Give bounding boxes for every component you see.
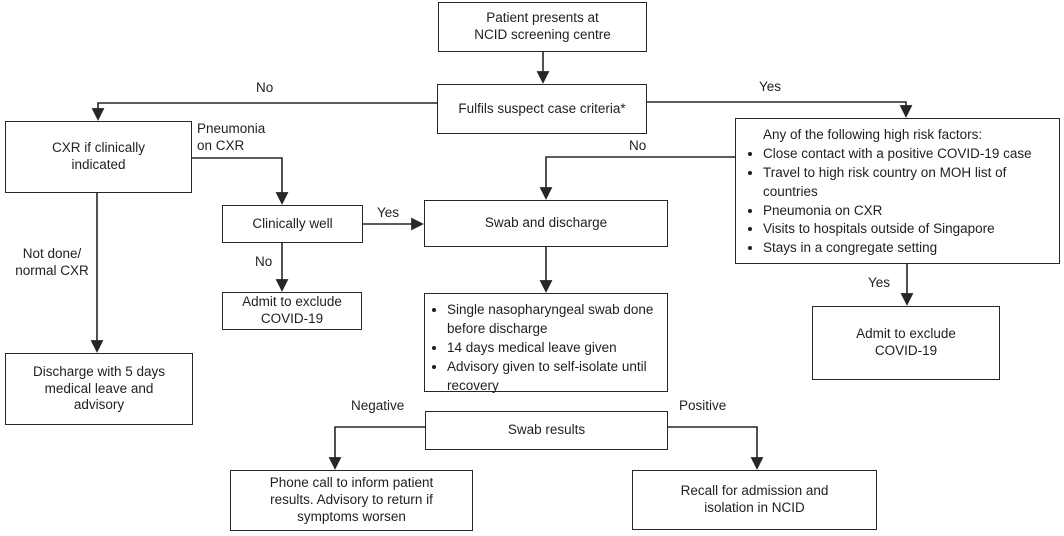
node-phone-call: Phone call to inform patient results. Ad…: [230, 470, 473, 531]
edge-label-positive: Positive: [679, 398, 727, 413]
edge-label-pneumonia-on-cxr: Pneumonia on CXR: [197, 121, 266, 153]
high-risk-factors-title: Any of the following high risk factors:: [763, 127, 983, 142]
node-phone-call-label: Phone call to inform patient results. Ad…: [269, 475, 434, 524]
node-clinically-well: Clinically well: [222, 205, 363, 243]
node-swab-and-discharge-label: Swab and discharge: [484, 215, 608, 231]
swab-details-item: Single nasopharyngeal swab done before d…: [447, 301, 661, 339]
swab-details-list: Single nasopharyngeal swab done before d…: [425, 301, 661, 395]
high-risk-factor-item: Travel to high risk country on MOH list …: [763, 164, 1053, 202]
node-clinically-well-label: Clinically well: [252, 215, 333, 231]
edge-label-negative: Negative: [351, 398, 405, 413]
edge-label-no-high-risk: No: [629, 138, 647, 153]
edge-label-yes-clinically-well: Yes: [377, 205, 400, 220]
node-patient-presents: Patient presents at NCID screening centr…: [438, 2, 647, 52]
connector-fulfils-no-to-cxr: [91, 102, 437, 121]
node-swab-results: Swab results: [425, 411, 668, 450]
node-discharge-5-days: Discharge with 5 days medical leave and …: [5, 353, 193, 425]
edge-label-no-clinically-well: No: [255, 254, 273, 269]
connector-results-positive-to-recall: [668, 426, 764, 470]
node-patient-presents-label: Patient presents at NCID screening centr…: [474, 10, 611, 42]
node-fulfils-criteria-label: Fulfils suspect case criteria*: [458, 100, 626, 116]
node-admit-exclude-left: Admit to exclude COVID-19: [222, 292, 362, 330]
high-risk-factor-item: Pneumonia on CXR: [763, 202, 1053, 221]
node-admit-exclude-right-label: Admit to exclude COVID-19: [856, 326, 956, 358]
connector-results-negative-to-phone: [328, 426, 425, 470]
node-admit-exclude-right: Admit to exclude COVID-19: [812, 306, 1000, 380]
edge-label-yes-right: Yes: [759, 79, 782, 94]
connector-fulfils-yes-to-highrisk: [647, 101, 913, 118]
edge-label-yes-high-risk: Yes: [868, 275, 891, 290]
node-admit-exclude-left-label: Admit to exclude COVID-19: [242, 294, 342, 326]
node-swab-details: Single nasopharyngeal swab done before d…: [424, 293, 668, 395]
node-swab-and-discharge: Swab and discharge: [424, 200, 668, 247]
connector-highrisk-no-to-swab: [539, 156, 735, 200]
swab-details-item: Advisory given to self-isolate until rec…: [447, 358, 661, 396]
node-discharge-5-days-label: Discharge with 5 days medical leave and …: [32, 363, 166, 413]
swab-details-item: 14 days medical leave given: [447, 339, 661, 358]
node-cxr-indicated-label: CXR if clinically indicated: [51, 140, 146, 172]
node-cxr-indicated: CXR if clinically indicated: [5, 121, 192, 193]
edge-label-no-left: No: [256, 80, 274, 95]
connector-cxr-pneumonia-to-clinically-well: [192, 157, 289, 205]
high-risk-factor-item: Visits to hospitals outside of Singapore: [763, 220, 1053, 239]
high-risk-factors-list: Close contact with a positive COVID-19 c…: [736, 145, 1053, 258]
node-recall-admission-label: Recall for admission and isolation in NC…: [680, 483, 829, 515]
node-high-risk-factors: Any of the following high risk factors: …: [735, 118, 1060, 264]
node-swab-results-label: Swab results: [507, 422, 586, 438]
high-risk-factor-item: Close contact with a positive COVID-19 c…: [763, 145, 1053, 164]
edge-label-not-done-normal-cxr: Not done/ normal CXR: [15, 246, 89, 278]
high-risk-factor-item: Stays in a congregate setting: [763, 239, 1053, 258]
node-recall-admission: Recall for admission and isolation in NC…: [632, 470, 877, 530]
node-fulfils-criteria: Fulfils suspect case criteria*: [437, 84, 647, 134]
